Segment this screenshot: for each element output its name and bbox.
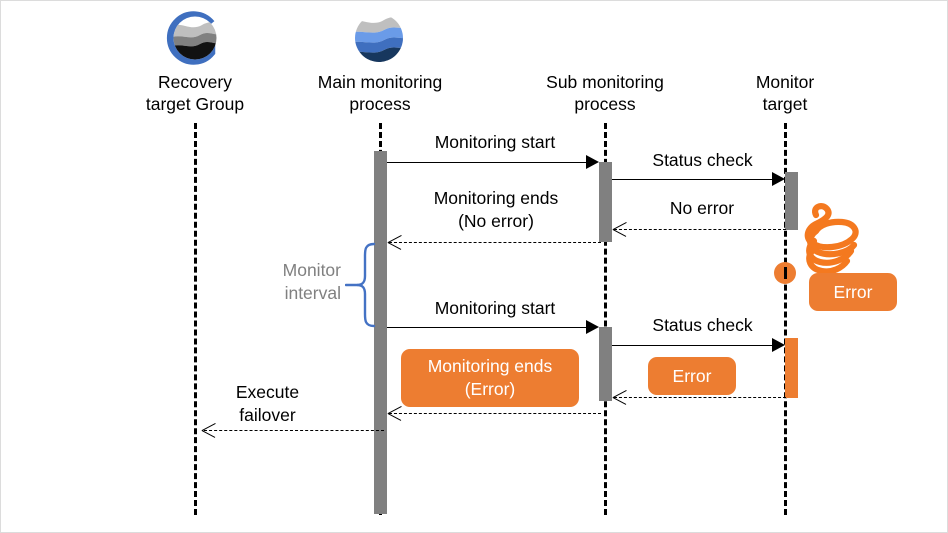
globe-g-logo-icon [164, 7, 226, 69]
globe-wave-logo-icon [348, 7, 410, 69]
participant-label-main-monitoring-process: Main monitoring process [317, 72, 443, 115]
error-dot-tick [783, 267, 787, 279]
lifeline-recovery-target-group [194, 123, 197, 515]
activation-bar-monitor-target-1 [785, 172, 798, 230]
message-label-execute-failover: Execute failover [235, 382, 300, 425]
message-label-monitoring-start-2: Monitoring start [434, 298, 556, 318]
arrowhead-status-check-1 [772, 172, 785, 186]
lifeline-monitor-target [784, 123, 787, 515]
arrowhead-execute-failover [202, 423, 216, 437]
error-badge-monitor-target: Error [809, 273, 897, 311]
message-line-monitoring-ends-no-error [389, 242, 601, 243]
arrowhead-error-reply [613, 390, 627, 404]
message-line-monitoring-start-2 [387, 327, 587, 328]
arrowhead-monitoring-ends-no-error [388, 235, 402, 249]
message-line-monitoring-start-1 [387, 162, 587, 163]
arrowhead-monitoring-start-2 [586, 320, 599, 334]
error-event-dot-icon [774, 262, 796, 284]
message-line-error-reply [614, 397, 786, 398]
message-line-status-check-1 [612, 179, 773, 180]
message-label-status-check-1: Status check [652, 150, 753, 170]
participant-label-monitor-target: Monitor target [755, 72, 815, 115]
message-line-monitoring-ends-error [389, 413, 601, 414]
activation-bar-main-monitoring-process [374, 151, 387, 514]
activation-bar-monitor-target-2-error [785, 338, 798, 398]
arrowhead-monitoring-start-1 [586, 155, 599, 169]
monitor-interval-brace-icon [344, 242, 377, 333]
message-label-monitoring-ends-no-error: Monitoring ends (No error) [433, 188, 559, 231]
message-line-no-error-reply [614, 229, 786, 230]
activation-bar-sub-monitoring-process-1 [599, 162, 612, 242]
arrowhead-status-check-2 [772, 338, 785, 352]
arrowhead-no-error-reply [613, 222, 627, 236]
participant-label-sub-monitoring-process: Sub monitoring process [546, 72, 664, 115]
message-label-status-check-2: Status check [652, 315, 753, 335]
error-badge-monitoring-ends: Monitoring ends (Error) [401, 349, 579, 407]
message-label-monitoring-start-1: Monitoring start [434, 132, 556, 152]
lifeline-sub-monitoring-process [604, 123, 607, 515]
annotation-label-monitor-interval: Monitor interval [282, 260, 341, 303]
error-burst-scribble-icon [794, 201, 872, 288]
message-label-no-error-reply: No error [669, 198, 735, 218]
error-badge-reply: Error [648, 357, 736, 395]
participant-label-recovery-target-group: Recovery target Group [145, 72, 245, 115]
activation-bar-sub-monitoring-process-2 [599, 327, 612, 401]
message-line-execute-failover [204, 430, 384, 431]
arrowhead-monitoring-ends-error [388, 406, 402, 420]
message-line-status-check-2 [612, 345, 773, 346]
